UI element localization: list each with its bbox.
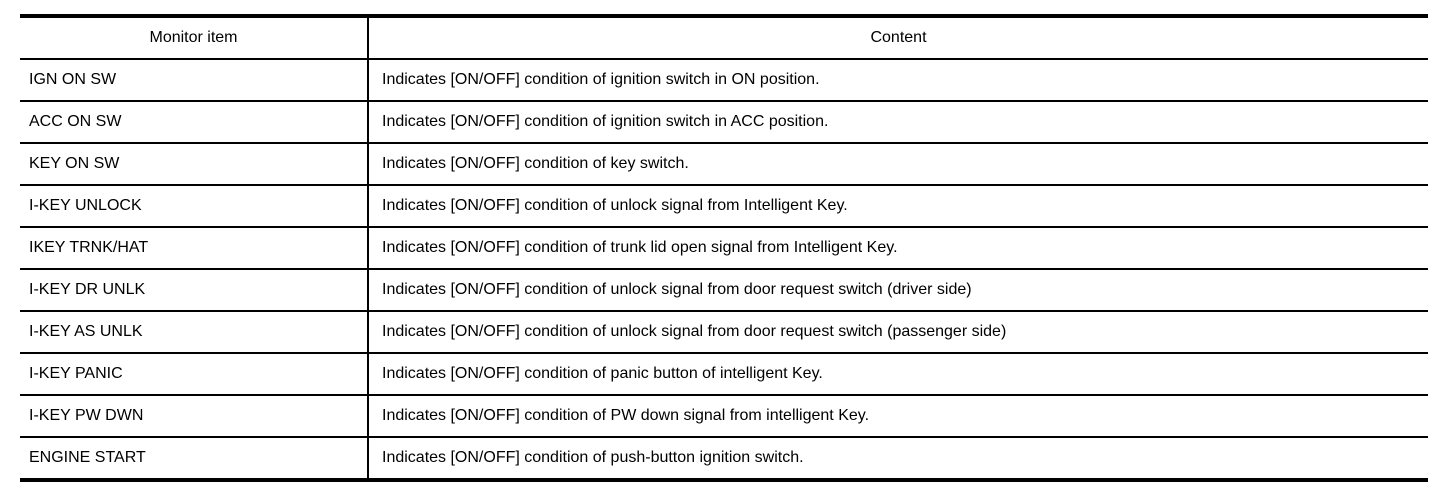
column-header-monitor-item: Monitor item [20, 16, 369, 60]
content-cell: Indicates [ON/OFF] condition of push-but… [382, 449, 804, 466]
monitor-item-cell: IGN ON SW [20, 59, 369, 102]
table-row: ENGINE START Indicates [ON/OFF] condition… [20, 437, 1428, 480]
monitor-item-cell: I-KEY DR UNLK [20, 269, 369, 312]
content-cell: Indicates [ON/OFF] condition of ignition… [368, 59, 1428, 102]
content-cell: Indicates [ON/OFF] condition of ignition… [368, 101, 1428, 144]
monitor-item-cell: ENGINE START [20, 437, 369, 480]
content-cell: Indicates [ON/OFF] condition of unlock s… [368, 269, 1428, 312]
monitor-item-cell: I-KEY PANIC [20, 353, 369, 396]
monitor-item-cell: I-KEY AS UNLK [20, 311, 369, 354]
content-cell: Indicates [ON/OFF] condition of unlock s… [368, 311, 1428, 354]
monitor-item-cell: IKEY TRNK/HAT [20, 227, 369, 270]
monitor-item-cell: I-KEY PW DWN [20, 395, 369, 438]
column-header-content: Content [368, 16, 1428, 60]
content-cell: Indicates [ON/OFF] condition of panic bu… [368, 353, 1428, 396]
monitor-item-cell: ACC ON SW [20, 101, 369, 144]
content-cell: Indicates [ON/OFF] condition of PW down … [368, 395, 1428, 438]
monitor-item-cell: I-KEY UNLOCK [20, 185, 369, 228]
monitor-item-cell: KEY ON SW [20, 143, 369, 186]
table-header-row: Monitor item Content [20, 16, 1428, 60]
content-cell: Indicates [ON/OFF] condition of key swit… [368, 143, 1428, 186]
content-cell: Indicates [ON/OFF] condition of trunk li… [368, 227, 1428, 270]
content-cell: Indicates [ON/OFF] condition of unlock s… [368, 185, 1428, 228]
